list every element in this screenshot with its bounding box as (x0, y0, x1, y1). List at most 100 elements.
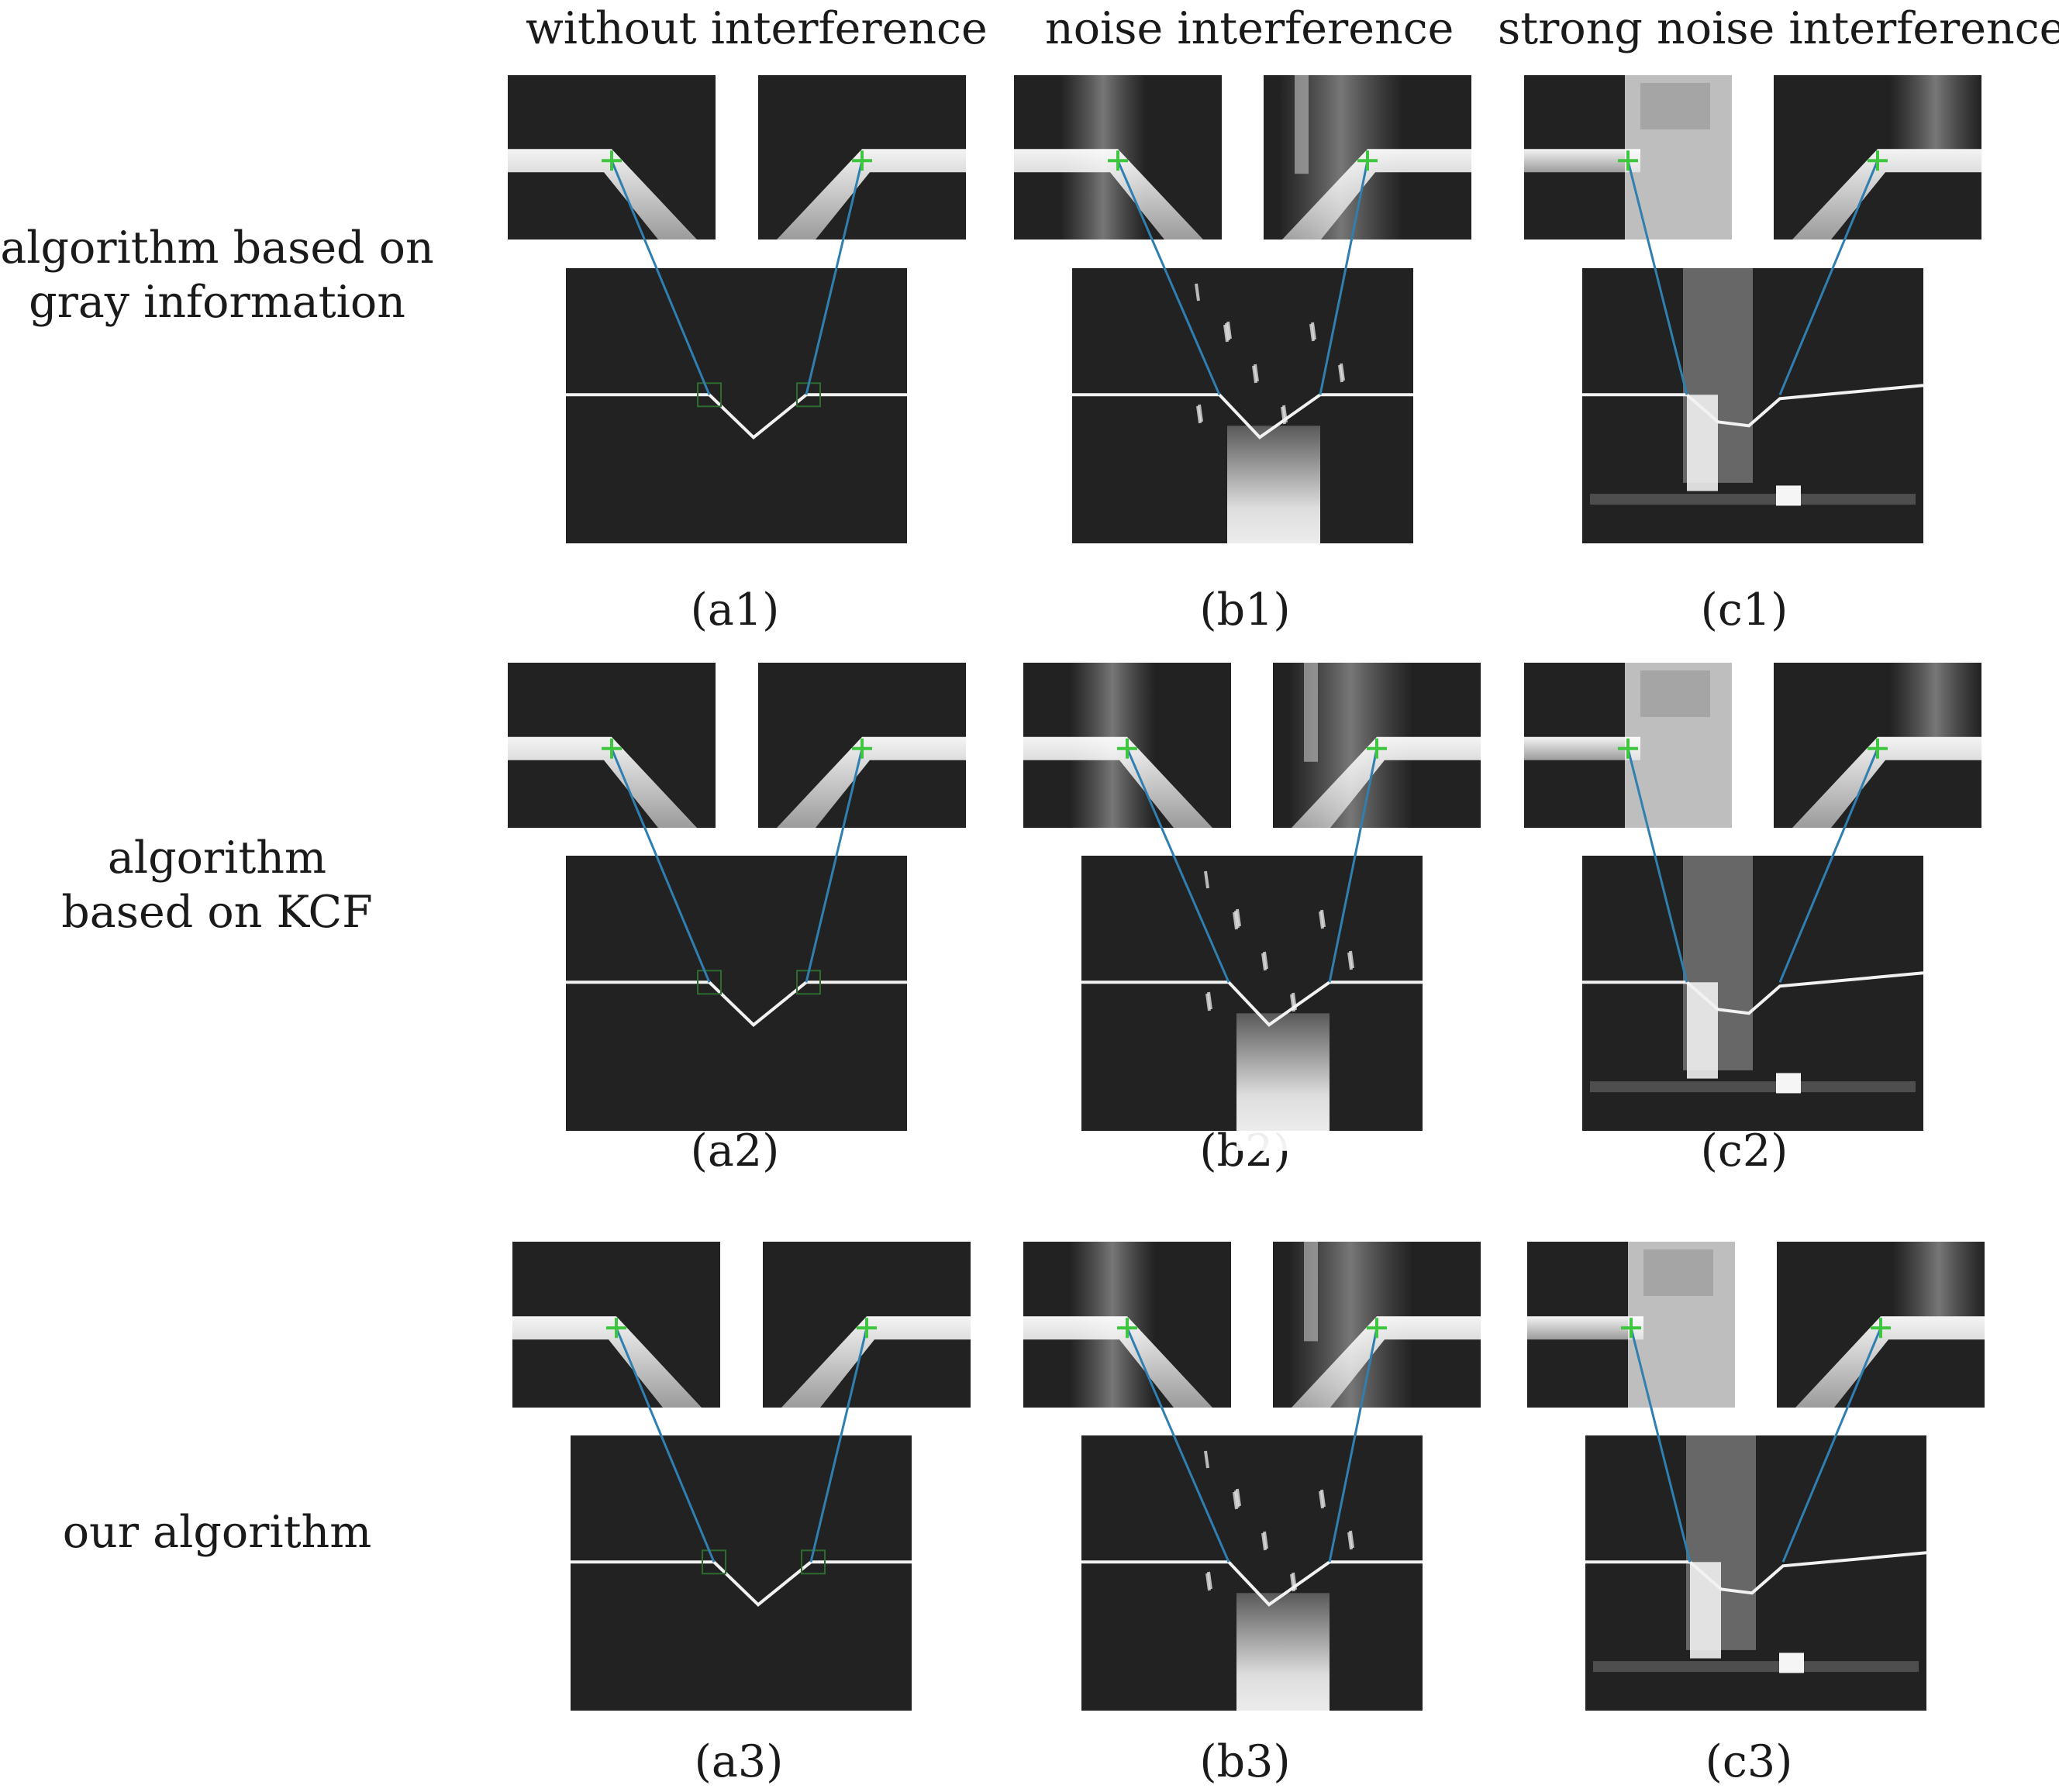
caption-b1: (b1) (1199, 584, 1291, 636)
caption-c3: (c3) (1705, 1736, 1793, 1787)
spatter-spark (1263, 1531, 1268, 1549)
main-panel-bg (566, 268, 907, 543)
main-panel-bg (566, 856, 907, 1131)
correspondence-arrow (615, 1327, 716, 1563)
caption-a2: (a2) (690, 1125, 780, 1177)
light-streak (1304, 663, 1318, 762)
weld-seam (508, 149, 697, 240)
noise-haze (1890, 663, 1981, 737)
hot-spot (1779, 1652, 1804, 1673)
reflection-band (1590, 1081, 1916, 1093)
correspondence-arrow (1626, 160, 1688, 395)
spatter-spark (1349, 1530, 1354, 1549)
tracking-box (697, 382, 722, 408)
row-label-gray: algorithm based on gray information (0, 221, 434, 329)
correspondence-arrow (1126, 1327, 1230, 1563)
spatter-spark (1349, 950, 1354, 969)
spatter-spark (1195, 283, 1200, 302)
caption-a3: (a3) (694, 1736, 784, 1787)
arc-glow (1687, 395, 1718, 491)
row-label-ours: our algorithm (0, 1505, 434, 1559)
weld-line (1585, 1551, 1927, 1595)
spatter-spark (1207, 1571, 1212, 1590)
row-label-line: algorithm based on (0, 222, 434, 274)
spatter-spark (1205, 993, 1211, 1011)
column-header-noise: noise interference (1045, 3, 1454, 54)
arc-glow (1687, 982, 1718, 1079)
weld-seam (777, 149, 966, 240)
arc-plume (1236, 1593, 1330, 1731)
row-label-line: gray information (29, 277, 405, 328)
weld-seam (1292, 736, 1481, 828)
spatter-spark (1234, 1490, 1240, 1508)
spatter-spark (1198, 404, 1203, 422)
figure-panel-c2 (1524, 663, 1981, 1131)
correspondence-arrow (1626, 748, 1688, 983)
spatter-spark (1311, 322, 1316, 340)
figure-panel-b1 (1014, 75, 1471, 563)
spatter-spark (1338, 364, 1343, 383)
caption-b3: (b3) (1199, 1736, 1291, 1787)
weld-line (1582, 384, 1924, 428)
column-header-strong-noise: strong noise interference (1498, 3, 2059, 54)
figure-panel-c3 (1527, 1242, 1985, 1711)
weld-seam (1014, 149, 1203, 240)
row-label-kcf: algorithm based on KCF (0, 831, 434, 939)
correspondence-arrow (805, 160, 864, 395)
figure-panel-b2 (1023, 663, 1481, 1151)
tracking-box (697, 970, 722, 995)
correspondence-arrow (809, 1327, 868, 1563)
weld-line (566, 980, 907, 1027)
row-label-line: based on KCF (61, 887, 373, 938)
correspondence-arrow (1328, 1327, 1378, 1563)
weld-line (571, 1560, 912, 1607)
spatter-spark (1320, 909, 1326, 928)
spatter-spark (1204, 870, 1209, 889)
correspondence-arrow (610, 160, 711, 395)
correspondence-arrow (1328, 748, 1378, 983)
arc-glow (1690, 1562, 1721, 1659)
spatter-spark (1233, 1491, 1238, 1510)
weld-seam (1792, 736, 1981, 828)
spatter-spark (1263, 951, 1268, 970)
weld-seam (508, 736, 697, 828)
correspondence-arrow (1778, 160, 1879, 395)
glare-stripe (1643, 1249, 1713, 1296)
spatter-spark (1340, 363, 1345, 381)
weld-seam (781, 1316, 971, 1408)
hot-spot (1776, 485, 1801, 506)
light-streak (1295, 75, 1309, 174)
hot-spot (1776, 1073, 1801, 1094)
noise-haze (1890, 75, 1981, 150)
spatter-spark (1223, 324, 1229, 343)
spatter-spark (1347, 1532, 1353, 1550)
weld-seam (1292, 1316, 1481, 1408)
correspondence-arrow (1319, 160, 1369, 395)
spatter-spark (1320, 1489, 1326, 1508)
spatter-spark (1261, 1532, 1267, 1551)
tracking-box (702, 1549, 726, 1575)
noise-haze (1893, 1242, 1985, 1317)
figure-panel-a3 (512, 1242, 971, 1711)
spatter-spark (1205, 1573, 1211, 1591)
weld-seam (1527, 1316, 1643, 1340)
figure-panel-a2 (508, 663, 966, 1131)
glare-stripe (1640, 670, 1710, 717)
figure-panel-b3 (1023, 1242, 1481, 1731)
spatter-spark (1236, 908, 1241, 927)
spatter-spark (1347, 952, 1353, 970)
figure-panel-a1 (508, 75, 966, 543)
weld-seam (1023, 1316, 1212, 1408)
spatter-spark (1319, 1490, 1324, 1509)
correspondence-arrow (1778, 748, 1879, 983)
spatter-spark (1196, 405, 1202, 424)
reflection-band (1590, 494, 1916, 505)
spatter-spark (1233, 912, 1238, 930)
weld-line (1081, 980, 1423, 1027)
weld-seam (1524, 736, 1640, 760)
weld-seam (777, 736, 966, 828)
spatter-spark (1309, 323, 1315, 342)
weld-line (1072, 393, 1413, 439)
weld-seam (1795, 1316, 1985, 1408)
